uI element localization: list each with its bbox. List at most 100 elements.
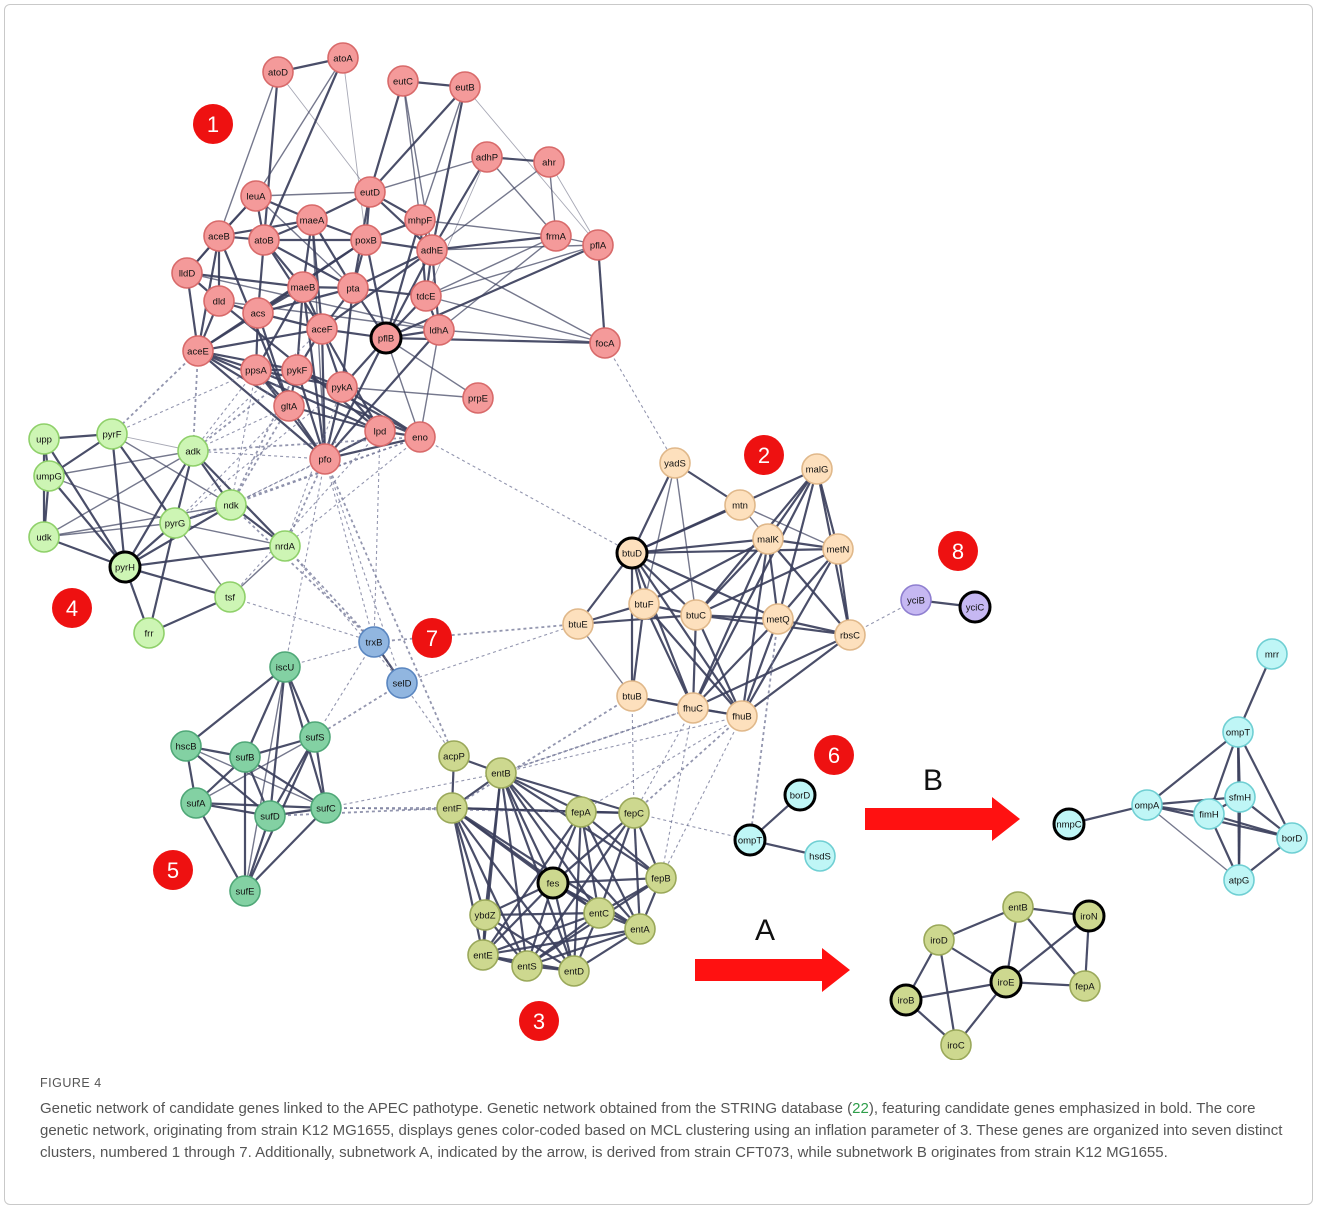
gene-node-sufS[interactable]: sufS xyxy=(299,721,331,753)
gene-node-rbsC[interactable]: rbsC xyxy=(834,619,866,651)
gene-node-entC[interactable]: entC xyxy=(583,897,615,929)
gene-node-pyrG[interactable]: pyrG xyxy=(159,507,191,539)
gene-node-atoD[interactable]: atoD xyxy=(262,56,294,88)
gene-node-iroD[interactable]: iroD xyxy=(923,924,955,956)
gene-node-focA[interactable]: focA xyxy=(589,327,621,359)
gene-node-ppsA[interactable]: ppsA xyxy=(240,354,272,386)
gene-node-iroC[interactable]: iroC xyxy=(940,1029,972,1060)
gene-node-eutB[interactable]: eutB xyxy=(449,71,481,103)
gene-node-aceB[interactable]: aceB xyxy=(203,220,235,252)
gene-node-mhpF[interactable]: mhpF xyxy=(404,204,436,236)
gene-node-frr[interactable]: frr xyxy=(133,617,165,649)
gene-node-yadS[interactable]: yadS xyxy=(659,447,691,479)
gene-node-nmpC[interactable]: nmpC xyxy=(1052,807,1086,841)
gene-node-aceF[interactable]: aceF xyxy=(306,313,338,345)
gene-node-pta[interactable]: pta xyxy=(337,272,369,304)
gene-node-leuA[interactable]: leuA xyxy=(240,180,272,212)
gene-node-maeB[interactable]: maeB xyxy=(287,271,319,303)
gene-node-pfo[interactable]: pfo xyxy=(309,443,341,475)
gene-node-malG[interactable]: malG xyxy=(801,453,833,485)
gene-node-borD6[interactable]: borD xyxy=(783,778,817,812)
gene-node-eno[interactable]: eno xyxy=(404,421,436,453)
gene-node-entF[interactable]: entF xyxy=(436,792,468,824)
gene-node-yciB[interactable]: yciB xyxy=(900,584,932,616)
gene-node-entBA[interactable]: entB xyxy=(1002,891,1034,923)
gene-node-eutC[interactable]: eutC xyxy=(387,65,419,97)
gene-node-malK[interactable]: malK xyxy=(752,523,784,555)
gene-node-hsdS[interactable]: hsdS xyxy=(804,840,836,872)
gene-node-acs[interactable]: acs xyxy=(242,297,274,329)
gene-node-eutD[interactable]: eutD xyxy=(354,176,386,208)
gene-node-entA[interactable]: entA xyxy=(624,913,656,945)
gene-node-fepB[interactable]: fepB xyxy=(645,862,677,894)
gene-node-pflA[interactable]: pflA xyxy=(582,229,614,261)
gene-node-fepA[interactable]: fepA xyxy=(565,796,597,828)
gene-node-btuB[interactable]: btuB xyxy=(616,680,648,712)
gene-node-pykF[interactable]: pykF xyxy=(281,354,313,386)
gene-node-fepC[interactable]: fepC xyxy=(618,797,650,829)
gene-node-pyrH[interactable]: pyrH xyxy=(108,550,142,584)
gene-node-sufE[interactable]: sufE xyxy=(229,875,261,907)
gene-node-fepAA[interactable]: fepA xyxy=(1069,970,1101,1002)
gene-node-lldD[interactable]: lldD xyxy=(171,257,203,289)
gene-node-iroB[interactable]: iroB xyxy=(889,983,923,1017)
gene-node-ybdZ[interactable]: ybdZ xyxy=(469,899,501,931)
gene-node-fimH[interactable]: fimH xyxy=(1193,798,1225,830)
gene-node-fes[interactable]: fes xyxy=(536,866,570,900)
gene-node-atoA[interactable]: atoA xyxy=(327,42,359,74)
gene-node-yciC[interactable]: yciC xyxy=(958,590,992,624)
gene-node-btuE[interactable]: btuE xyxy=(562,608,594,640)
gene-node-nrdA[interactable]: nrdA xyxy=(269,530,301,562)
gene-node-tsf[interactable]: tsf xyxy=(214,581,246,613)
gene-node-entB[interactable]: entB xyxy=(485,757,517,789)
gene-node-pflB[interactable]: pflB xyxy=(369,321,403,355)
gene-node-sufD[interactable]: sufD xyxy=(254,800,286,832)
gene-node-ompA[interactable]: ompA xyxy=(1131,789,1163,821)
gene-node-aceE[interactable]: aceE xyxy=(182,335,214,367)
gene-node-iroN[interactable]: iroN xyxy=(1072,899,1106,933)
gene-node-selD[interactable]: selD xyxy=(386,667,418,699)
gene-node-ahr[interactable]: ahr xyxy=(533,146,565,178)
gene-node-borDB[interactable]: borD xyxy=(1276,822,1308,854)
gene-node-upp[interactable]: upp xyxy=(28,423,60,455)
gene-node-ompTB[interactable]: ompT xyxy=(1222,716,1254,748)
gene-node-trxB[interactable]: trxB xyxy=(358,626,390,658)
gene-node-sufB[interactable]: sufB xyxy=(229,741,261,773)
gene-node-sfmH[interactable]: sfmH xyxy=(1224,781,1256,813)
gene-node-maeA[interactable]: maeA xyxy=(296,204,328,236)
gene-node-tdcE[interactable]: tdcE xyxy=(410,280,442,312)
gene-node-gltA[interactable]: gltA xyxy=(273,390,305,422)
gene-node-atoB[interactable]: atoB xyxy=(248,224,280,256)
gene-node-hscB[interactable]: hscB xyxy=(170,730,202,762)
gene-node-ldhA[interactable]: ldhA xyxy=(423,314,455,346)
gene-node-ndk[interactable]: ndk xyxy=(215,489,247,521)
gene-node-prpE[interactable]: prpE xyxy=(462,382,494,414)
gene-node-udk[interactable]: udk xyxy=(28,521,60,553)
gene-node-ompT6[interactable]: ompT xyxy=(733,823,767,857)
gene-node-poxB[interactable]: poxB xyxy=(350,224,382,256)
gene-node-pykA[interactable]: pykA xyxy=(326,371,358,403)
gene-node-pyrF[interactable]: pyrF xyxy=(96,418,128,450)
gene-node-metN[interactable]: metN xyxy=(822,533,854,565)
gene-node-metQ[interactable]: metQ xyxy=(762,603,794,635)
gene-node-iroE[interactable]: iroE xyxy=(989,965,1023,999)
gene-node-sufA[interactable]: sufA xyxy=(180,787,212,819)
gene-node-fhuB[interactable]: fhuB xyxy=(726,700,758,732)
gene-node-fhuC[interactable]: fhuC xyxy=(677,692,709,724)
gene-node-entS[interactable]: entS xyxy=(511,950,543,982)
gene-node-btuC[interactable]: btuC xyxy=(680,599,712,631)
gene-node-mrr[interactable]: mrr xyxy=(1256,638,1288,670)
gene-node-btuF[interactable]: btuF xyxy=(628,588,660,620)
gene-node-frmA[interactable]: frmA xyxy=(540,220,572,252)
gene-node-entD[interactable]: entD xyxy=(558,955,590,987)
gene-node-adhE[interactable]: adhE xyxy=(416,234,448,266)
gene-node-dld[interactable]: dld xyxy=(203,285,235,317)
gene-node-adk[interactable]: adk xyxy=(177,435,209,467)
gene-node-mtn[interactable]: mtn xyxy=(724,489,756,521)
gene-node-sufC[interactable]: sufC xyxy=(310,792,342,824)
gene-node-umpG[interactable]: umpG xyxy=(33,460,65,492)
gene-node-entE[interactable]: entE xyxy=(467,939,499,971)
gene-node-iscU[interactable]: iscU xyxy=(269,651,301,683)
gene-node-atpG[interactable]: atpG xyxy=(1223,864,1255,896)
gene-node-adhP[interactable]: adhP xyxy=(471,141,503,173)
